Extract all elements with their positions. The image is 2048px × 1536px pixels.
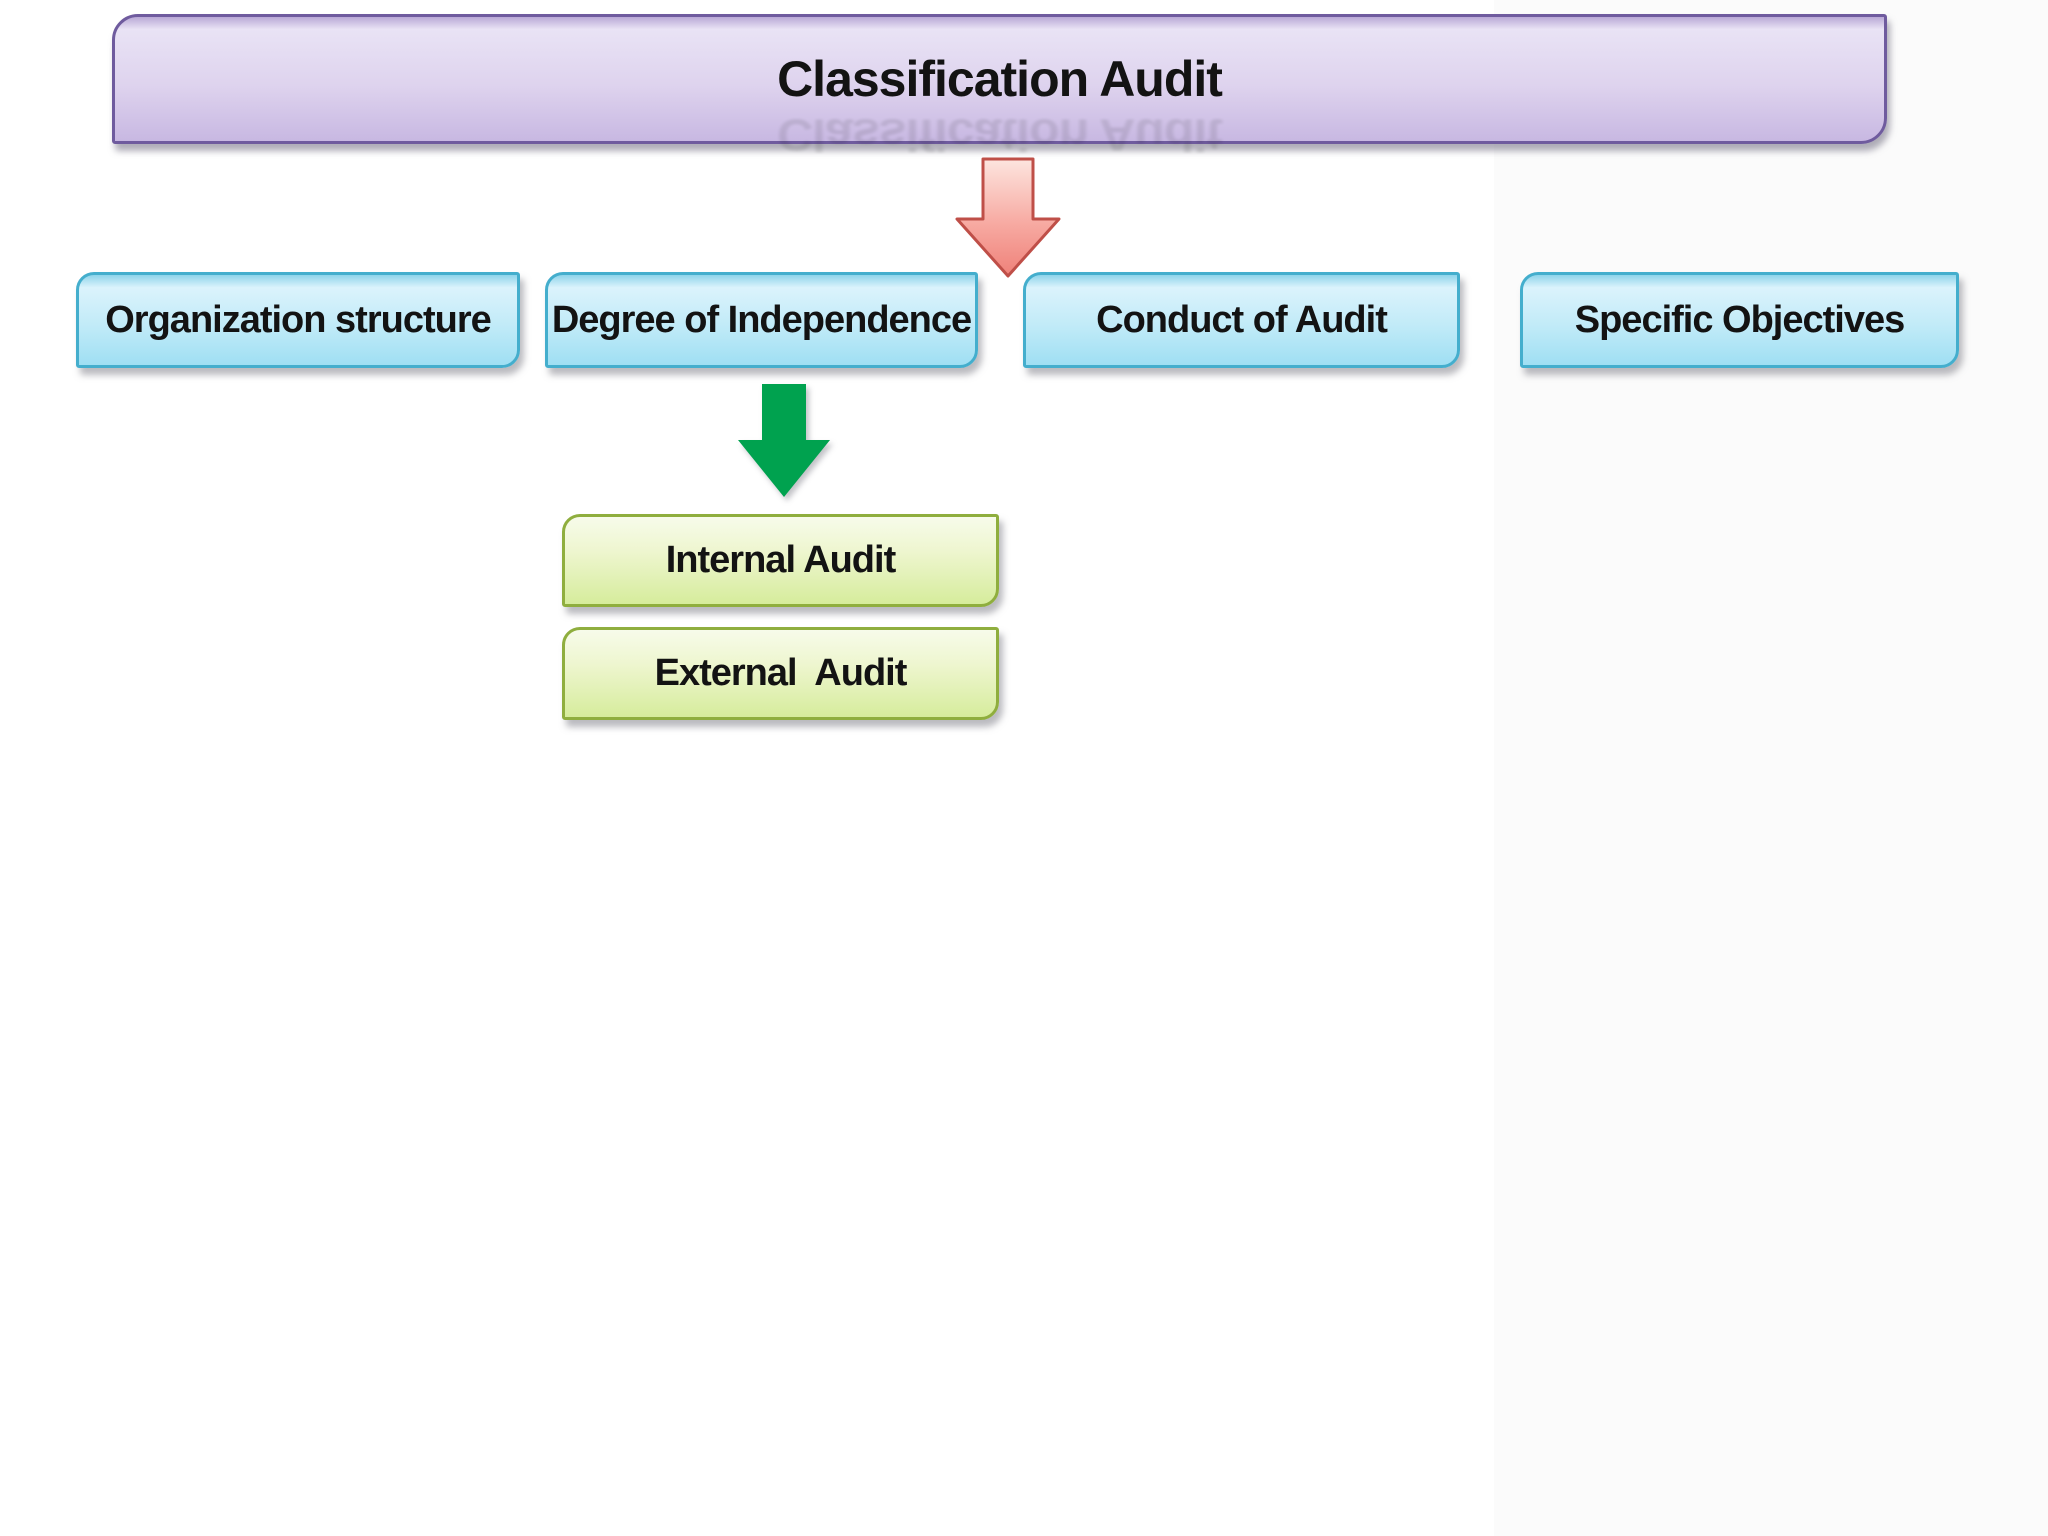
background-band (1494, 0, 2048, 1536)
category-label: Organization structure (105, 298, 491, 341)
green-down-arrow-icon (738, 384, 830, 497)
node-degree-of-independence: Degree of Independence (545, 272, 978, 368)
node-classification-audit: Classification Audit Classification Audi… (112, 14, 1887, 160)
category-label: Specific Objectives (1574, 298, 1905, 341)
node-specific-objectives: Specific Objectives (1520, 272, 1959, 368)
title-label: Classification Audit (777, 51, 1223, 107)
sub-item-label: External Audit (654, 652, 908, 695)
red-down-arrow-icon (955, 157, 1061, 278)
node-external-audit: External Audit (562, 627, 999, 720)
node-internal-audit: Internal Audit (562, 514, 999, 607)
category-label: Conduct of Audit (1096, 298, 1388, 341)
category-label: Degree of Independence (551, 298, 972, 341)
sub-item-label: Internal Audit (665, 539, 896, 582)
node-organization-structure: Organization structure (76, 272, 520, 368)
node-conduct-of-audit: Conduct of Audit (1023, 272, 1460, 368)
